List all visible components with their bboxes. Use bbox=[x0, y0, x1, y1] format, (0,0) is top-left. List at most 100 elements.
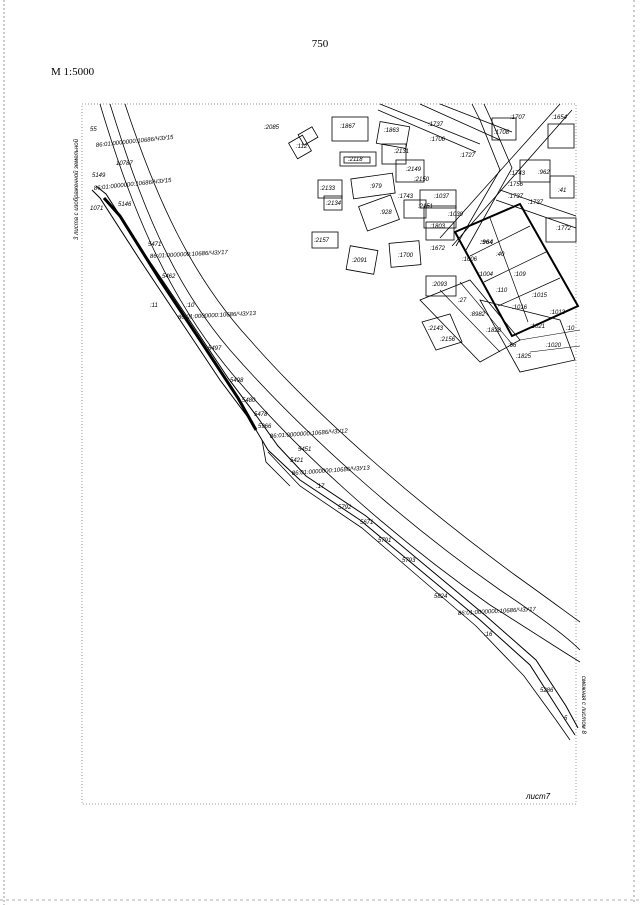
parcel-label: :1020 bbox=[546, 343, 562, 349]
parcel-label: :2134 bbox=[326, 201, 342, 207]
point-label: 5824 bbox=[434, 594, 448, 600]
point-label: :10 bbox=[186, 303, 195, 309]
parcel-label: :1743 bbox=[510, 171, 526, 177]
map-scale: М 1:5000 bbox=[51, 66, 95, 78]
parcel-label: :928 bbox=[380, 210, 392, 216]
parcel-labels: :2085 :1867 :1863 :112 :2118 :2131 :2149… bbox=[264, 115, 575, 360]
parcel-label: :2156 bbox=[440, 337, 456, 343]
parcel-label: :1825 bbox=[516, 354, 532, 360]
streets bbox=[377, 103, 577, 251]
sheet-label: лист7 bbox=[525, 792, 551, 801]
point-label: 5497 bbox=[208, 346, 222, 352]
parcel-label: :2131 bbox=[394, 149, 409, 155]
parcel-label: :1737 bbox=[508, 194, 524, 200]
parcel-label: :1867 bbox=[340, 124, 356, 130]
parcel-label: :1737 bbox=[428, 122, 444, 128]
point-label: 5146 bbox=[118, 202, 132, 208]
point-label: :11 bbox=[150, 303, 158, 309]
parcel-label: :1708 bbox=[494, 130, 510, 136]
parcel-label: :10 bbox=[566, 326, 575, 332]
parcel-label: :1004 bbox=[478, 272, 494, 278]
parcel-label: :1772 bbox=[556, 226, 572, 232]
point-label: 5471 bbox=[148, 242, 161, 248]
point-label: 5792 bbox=[338, 505, 352, 511]
point-label: 55 bbox=[90, 127, 97, 133]
point-label: 5451 bbox=[298, 447, 311, 453]
point-label: 5793 bbox=[402, 558, 416, 564]
parcel-label: :1039 bbox=[448, 212, 464, 218]
point-label: 5498 bbox=[230, 378, 244, 384]
block-quarter bbox=[419, 202, 581, 373]
parcel-label: :979 bbox=[370, 184, 382, 190]
parcel-label: :1015 bbox=[532, 293, 548, 299]
corridor-label: 86:01:0000000:10686/ЧЗУ17 bbox=[150, 250, 229, 260]
corridor-label: 86:01:0000000:10686/ЧЗУ13 bbox=[292, 466, 371, 477]
parcel-label: :41 bbox=[558, 188, 566, 194]
parcel-label: :1737 bbox=[528, 200, 544, 206]
parcel-label: :66 bbox=[508, 343, 517, 349]
parcel-label: :2118 bbox=[348, 157, 363, 163]
parcel-label: :2157 bbox=[314, 238, 330, 244]
corridor-point-labels: 55 5149 1071 5146 10787 5462 5471 :10 :1… bbox=[90, 127, 568, 722]
parcel-label: :2151 bbox=[418, 204, 433, 210]
corridor-label: 86:01:0000000:10686/ЧЗУ15 bbox=[94, 178, 173, 192]
parcel-label: :1863 bbox=[384, 128, 400, 134]
parcel-label: :2085 bbox=[264, 125, 280, 131]
parcel-label: :1016 bbox=[512, 305, 528, 311]
parcel-label: :964 bbox=[480, 239, 493, 246]
parcel-label: :1006 bbox=[462, 257, 478, 263]
parcel-label: :1707 bbox=[510, 115, 526, 121]
point-label: 10787 bbox=[116, 161, 133, 167]
corridor-label: 86:01:0000000:10686/ЧЗУ12 bbox=[270, 429, 349, 440]
point-label: 5149 bbox=[92, 173, 106, 179]
parcel-label: :1672 bbox=[430, 246, 446, 252]
page-number: 750 bbox=[311, 38, 329, 50]
point-label: 5421 bbox=[290, 458, 303, 464]
point-label: 5286 bbox=[540, 688, 554, 694]
parcel-label: :110 bbox=[496, 288, 508, 294]
parcel-label: :1021 bbox=[530, 324, 545, 330]
corridor-label: 86:01:0000000:10686/ЧЗУ17 bbox=[458, 607, 537, 617]
parcel-label: :1727 bbox=[460, 153, 476, 159]
point-label: 5462 bbox=[162, 274, 176, 280]
parcel-label: :40 bbox=[496, 252, 505, 258]
point-label: 5671 bbox=[360, 520, 373, 526]
parcel-label: :1013 bbox=[550, 310, 566, 316]
point-label: :17 bbox=[316, 484, 325, 490]
parcel-label: :2149 bbox=[406, 167, 422, 173]
point-label: 5966 bbox=[258, 424, 272, 430]
right-edge-note: смежная с листом 8 bbox=[580, 676, 586, 734]
parcel-label: :2093 bbox=[432, 282, 448, 288]
point-label: 1071 bbox=[90, 206, 103, 212]
parcel-label: :2133 bbox=[320, 186, 336, 192]
point-label: :16 bbox=[484, 632, 493, 638]
parcel-label: :8982 bbox=[470, 312, 486, 318]
parcel-label: :1743 bbox=[398, 194, 414, 200]
map-frame bbox=[81, 103, 577, 805]
parcel-label: :2091 bbox=[352, 258, 367, 264]
corridor-labels: 86:01:0000000:10686/ЧЗУ15 86:01:0000000:… bbox=[94, 135, 537, 617]
pipeline-corridor bbox=[91, 185, 579, 741]
parcel-label: :2143 bbox=[428, 326, 444, 332]
parcel-label: :1803 bbox=[430, 224, 446, 230]
corridor-label: 86:01:0000000:10686/ЧЗУ15 bbox=[96, 135, 175, 149]
parcel-label: :962 bbox=[538, 170, 550, 176]
point-label: 5478 bbox=[254, 412, 268, 418]
parcel-label: :2150 bbox=[414, 177, 430, 183]
parcel-label: :112 bbox=[296, 144, 308, 150]
parcel-label: :1654 bbox=[552, 115, 568, 121]
parcel-label: :1700 bbox=[398, 253, 414, 259]
parcel-label: :1037 bbox=[434, 194, 450, 200]
point-label: 5791 bbox=[378, 538, 391, 544]
parcel-label: :109 bbox=[514, 272, 526, 278]
road-band bbox=[99, 103, 581, 663]
point-label: 5 bbox=[564, 716, 568, 722]
parcel-label: :1706 bbox=[430, 137, 446, 143]
left-edge-note: 3 листа с изображенной земельной bbox=[73, 138, 80, 240]
point-label: 5480 bbox=[242, 398, 256, 404]
corridor-label: 86:01:0000000:10686/ЧЗУ13 bbox=[178, 311, 257, 321]
parcel-label: :27 bbox=[458, 298, 467, 304]
parcel-label: :1828 bbox=[486, 328, 502, 334]
parcel-label: :1756 bbox=[508, 182, 524, 188]
